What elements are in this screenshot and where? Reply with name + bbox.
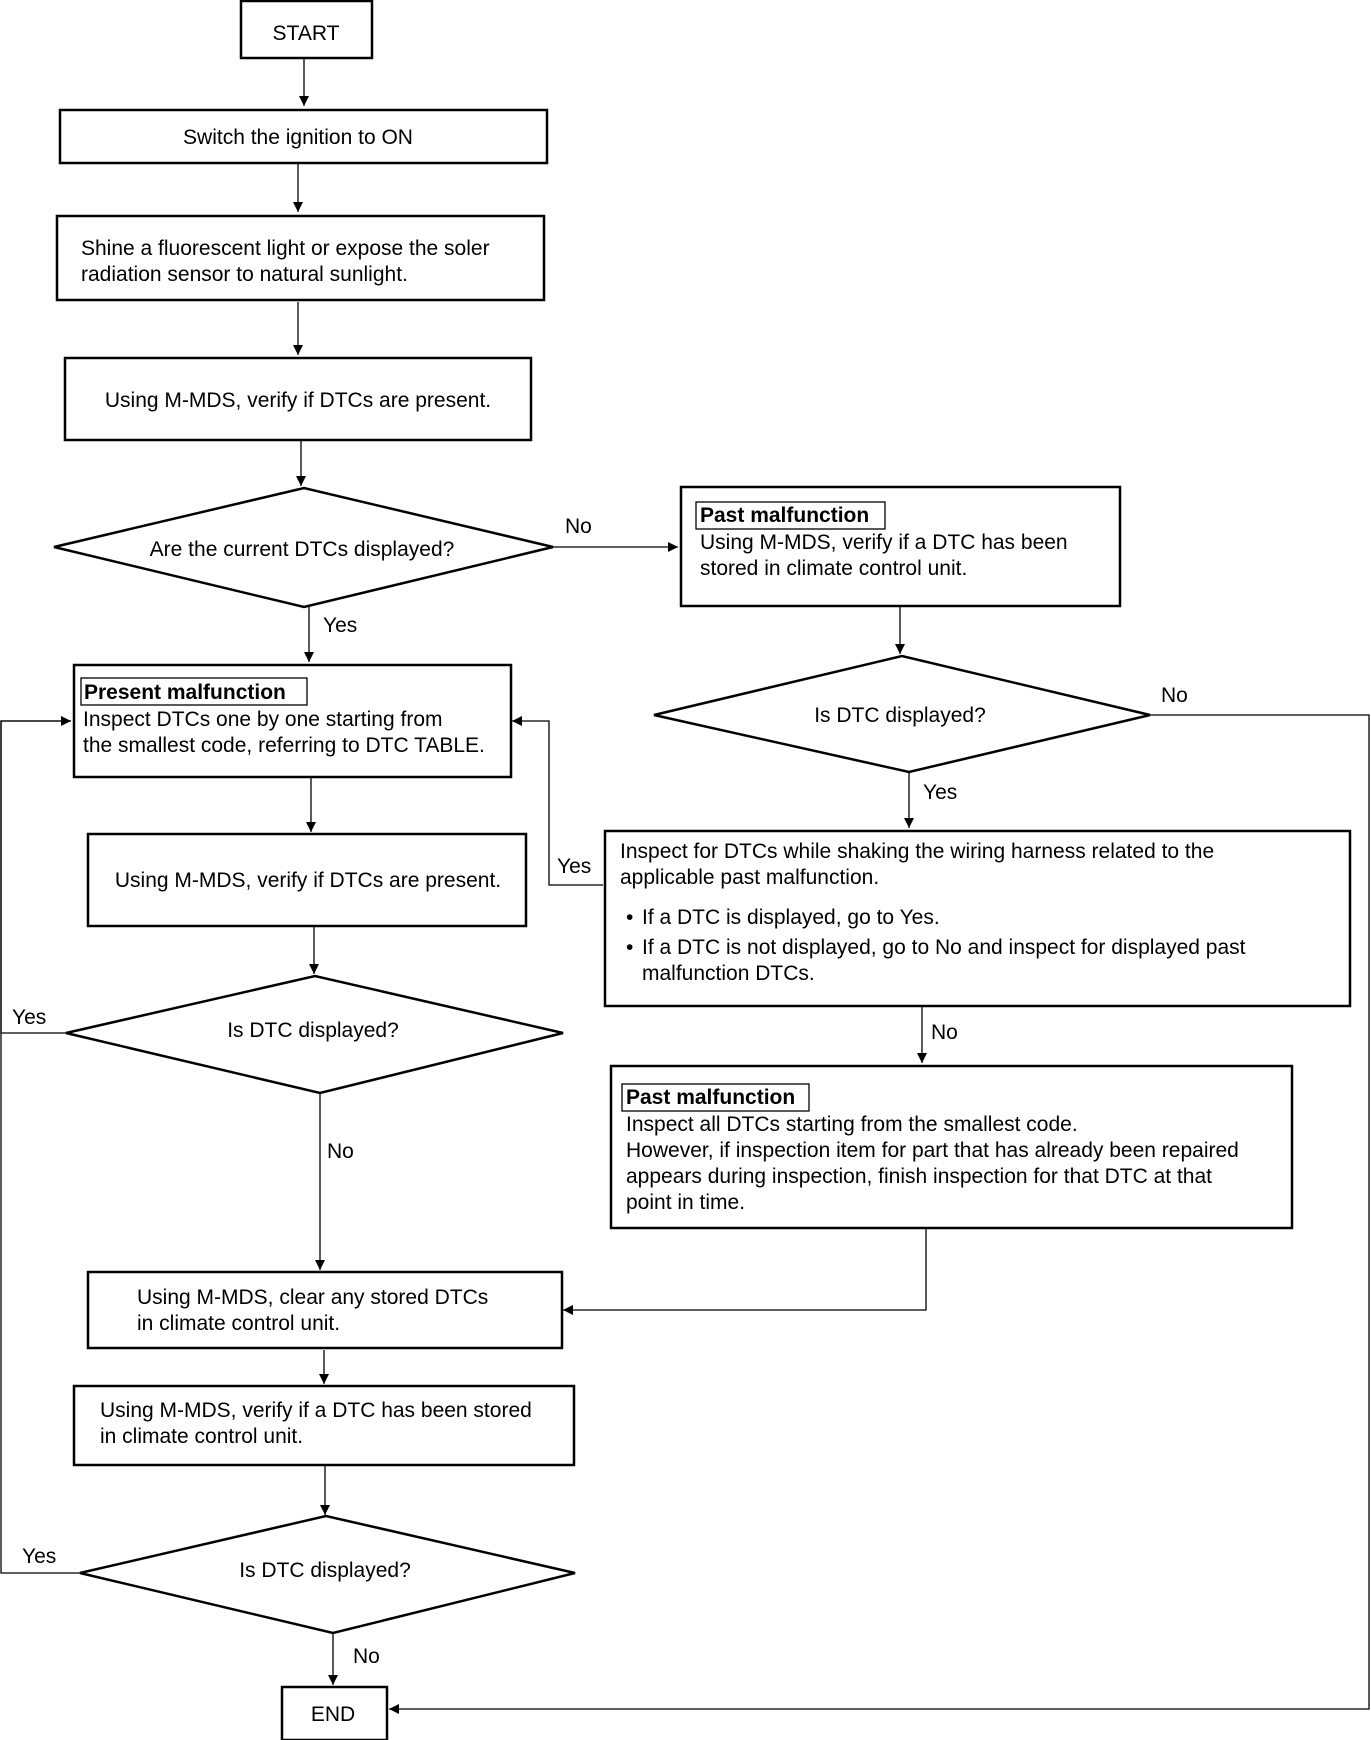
- label-yes-mid: Yes: [12, 1006, 46, 1029]
- past-malfunction-1: Past malfunction Using M-MDS, verify if …: [679, 485, 1122, 608]
- past-malfunction-2: Past malfunction Inspect all DTCs starti…: [609, 1064, 1294, 1230]
- past2-line-1: Inspect all DTCs starting from the small…: [626, 1113, 1078, 1136]
- dtc-right-decision: Is DTC displayed?: [653, 654, 1151, 774]
- shake-inspection: Inspect for DTCs while shaking the wirin…: [603, 829, 1352, 1008]
- present-tag-frame: [80, 677, 308, 706]
- label-no-right: No: [1161, 684, 1188, 707]
- past1-tag-frame: [695, 501, 886, 530]
- clear-step: Using M-MDS, clear any stored DTCs in cl…: [86, 1270, 564, 1350]
- dtc-bottom-decision: Is DTC displayed?: [79, 1514, 576, 1635]
- shine-step: Shine a fluorescent light or expose the …: [55, 214, 546, 302]
- label-yes-current: Yes: [323, 614, 357, 637]
- clear-line-1: Using M-MDS, clear any stored DTCs: [137, 1286, 488, 1309]
- shine-line-2: radiation sensor to natural sunlight.: [81, 263, 408, 286]
- branch-labels: No Yes No Yes Yes No Yes No Yes No: [12, 515, 1188, 1668]
- shake-bullet-1: If a DTC is displayed, go to Yes.: [642, 906, 940, 929]
- verify3-line-1: Using M-MDS, verify if a DTC has been st…: [100, 1399, 532, 1422]
- clear-line-2: in climate control unit.: [137, 1312, 340, 1335]
- dtc-mid-label: Is DTC displayed?: [227, 1019, 399, 1042]
- label-no-mid: No: [327, 1140, 354, 1163]
- arrow-dtcbottom-yes-present: [0, 720, 80, 1574]
- verify1-step: Using M-MDS, verify if DTCs are present.: [63, 356, 533, 442]
- shake-line-2: applicable past malfunction.: [620, 866, 879, 889]
- arrow-dtcright-no-end: [389, 714, 1370, 1714]
- past1-tag: Past malfunction: [700, 504, 869, 527]
- arrow-past2-clear: [563, 1228, 927, 1315]
- start-label: START: [273, 22, 340, 45]
- label-no-current: No: [565, 515, 592, 538]
- verify3-line-2: in climate control unit.: [100, 1425, 303, 1448]
- shake-line-1: Inspect for DTCs while shaking the wirin…: [620, 840, 1214, 863]
- verify3-step: Using M-MDS, verify if a DTC has been st…: [72, 1384, 576, 1467]
- past1-line-1: Using M-MDS, verify if a DTC has been: [700, 531, 1068, 554]
- shake-bullet-dot-1: •: [626, 906, 633, 929]
- current-dtc-decision: Are the current DTCs displayed?: [53, 486, 554, 609]
- start-node: START: [239, 0, 374, 60]
- label-no-shake: No: [931, 1021, 958, 1044]
- end-label: END: [311, 1703, 355, 1726]
- dtc-mid-decision: Is DTC displayed?: [65, 974, 564, 1095]
- shake-bullet-dot-2: •: [626, 936, 633, 959]
- shine-line-1: Shine a fluorescent light or expose the …: [81, 237, 490, 260]
- verify2-step: Using M-MDS, verify if DTCs are present.: [86, 832, 528, 928]
- label-yes-shake: Yes: [557, 855, 591, 878]
- arrow-dtcmid-yes-present: [0, 716, 71, 1034]
- present-line-2: the smallest code, referring to DTC TABL…: [83, 734, 485, 757]
- connectors: [0, 58, 1370, 1714]
- arrow-shake-yes-present: [512, 716, 603, 886]
- label-yes-right: Yes: [923, 781, 957, 804]
- label-yes-bottom: Yes: [22, 1545, 56, 1568]
- present-tag: Present malfunction: [84, 681, 286, 704]
- dtc-bottom-label: Is DTC displayed?: [239, 1559, 411, 1582]
- past2-line-2: However, if inspection item for part tha…: [626, 1139, 1239, 1162]
- shake-bullet-2-line-2: malfunction DTCs.: [642, 962, 815, 985]
- dtc-right-label: Is DTC displayed?: [814, 704, 986, 727]
- past2-tag: Past malfunction: [626, 1086, 795, 1109]
- ignition-step: Switch the ignition to ON: [58, 108, 549, 165]
- current-dtc-label: Are the current DTCs displayed?: [150, 538, 455, 561]
- ignition-label: Switch the ignition to ON: [183, 126, 413, 149]
- present-malfunction: Present malfunction Inspect DTCs one by …: [72, 663, 513, 779]
- past2-line-3: appears during inspection, finish inspec…: [626, 1165, 1212, 1188]
- past2-line-4: point in time.: [626, 1191, 745, 1214]
- end-node: END: [280, 1685, 389, 1740]
- past1-line-2: stored in climate control unit.: [700, 557, 967, 580]
- past2-tag-frame: [621, 1083, 810, 1112]
- label-no-bottom: No: [353, 1645, 380, 1668]
- shake-bullet-2-line-1: If a DTC is not displayed, go to No and …: [642, 936, 1246, 959]
- verify2-label: Using M-MDS, verify if DTCs are present.: [115, 869, 501, 892]
- verify1-label: Using M-MDS, verify if DTCs are present.: [105, 389, 491, 412]
- present-line-1: Inspect DTCs one by one starting from: [83, 708, 443, 731]
